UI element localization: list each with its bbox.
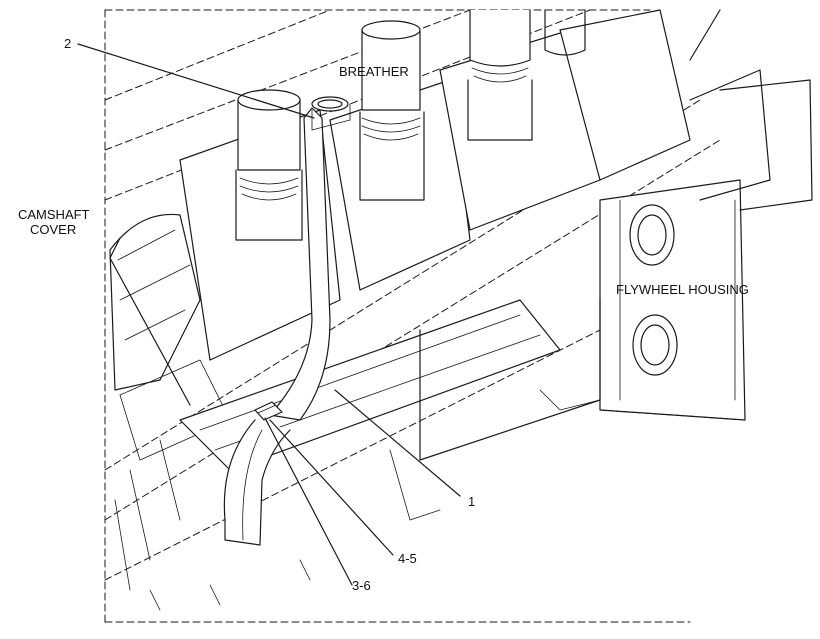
camshaft-cover-label-line2: COVER (30, 222, 77, 237)
callout-4-5: 4-5 (398, 551, 417, 566)
breather-center (359, 20, 425, 201)
callout-2: 2 (64, 36, 72, 51)
callout-3-6: 3-6 (352, 578, 371, 593)
breather-right (467, 9, 533, 141)
breather-left (235, 89, 303, 241)
flywheel-housing-label: FLYWHEEL HOUSING (616, 282, 749, 297)
camshaft-cover-label-line1: CAMSHAFT (18, 207, 90, 222)
breather-tube (269, 107, 331, 421)
hose-clamp (254, 401, 283, 421)
flywheel-housing-shape (599, 179, 746, 421)
callout-1: 1 (468, 494, 476, 509)
breather-label: BREATHER (339, 64, 409, 79)
